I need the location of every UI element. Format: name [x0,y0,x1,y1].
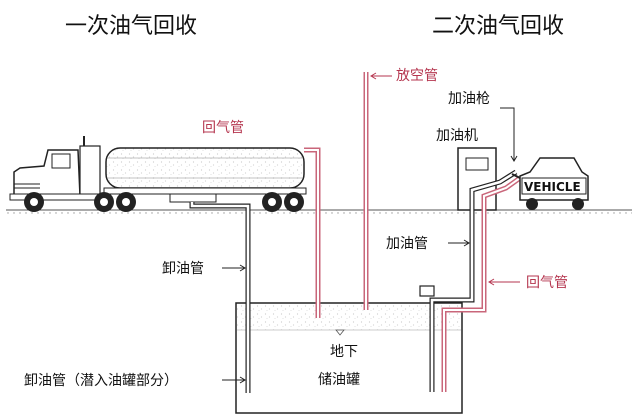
dispenser-label: 加油机 [436,128,478,144]
vapor-return-pipe-left [304,147,321,318]
unload-pipe-submerged-label: 卸油管（潜入油罐部分） [24,373,178,389]
nozzle-label: 加油枪 [448,90,490,107]
vapor-return-left-label: 回气管 [202,120,244,136]
tank-label-line2: 储油罐 [318,372,360,388]
fuel-dispenser [457,147,497,211]
unload-pipe-label: 卸油管 [162,261,204,277]
underground-tank [235,302,463,414]
primary-title: 一次油气回收 [65,14,197,39]
vehicle-label: VEHICLE [524,180,581,194]
vent-pipe-label: 放空管 [396,68,438,84]
vehicle [511,157,589,210]
secondary-title: 二次油气回收 [432,14,564,39]
unload-pipe [189,202,251,393]
tanker-truck [9,136,307,212]
tank-label-line1: 地下 [330,344,358,360]
fuel-pipe-label: 加油管 [386,236,428,252]
vapor-return-pipe-right [441,175,522,392]
vapor-return-right-label: 回气管 [526,275,568,291]
fuel-pipe [419,169,518,392]
label-arrows [222,72,520,384]
